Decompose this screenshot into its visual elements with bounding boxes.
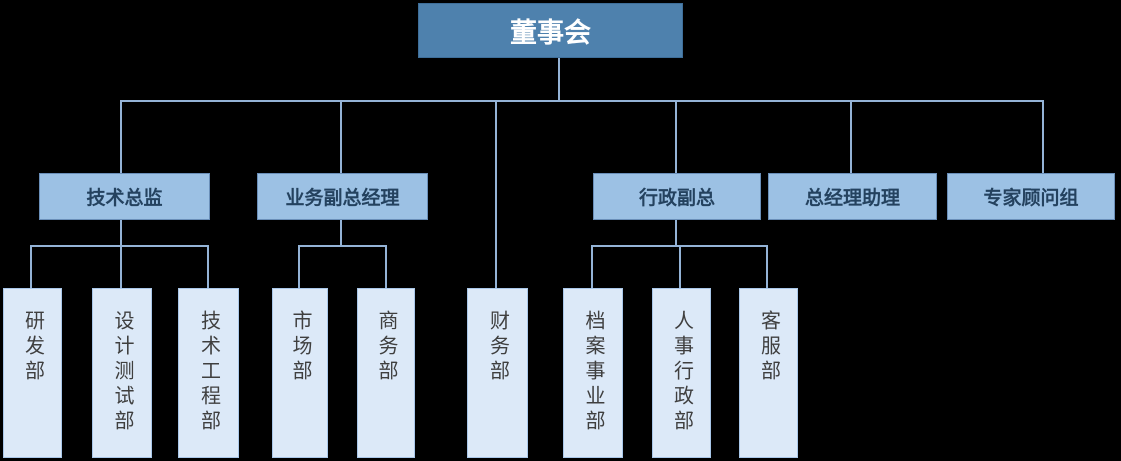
connector-line: [207, 245, 209, 288]
connector-line: [120, 245, 122, 288]
node-tech-engineering-dept[interactable]: 技术工程部: [178, 288, 239, 458]
connector-line: [766, 245, 768, 288]
node-business-deputy-gm[interactable]: 业务副总经理: [257, 173, 428, 220]
connector-line: [340, 100, 342, 173]
node-label: 商务部: [375, 310, 397, 385]
node-admin-deputy[interactable]: 行政副总: [593, 173, 761, 220]
node-label: 客服部: [757, 310, 780, 385]
connector-line: [675, 220, 677, 245]
connector-line: [120, 220, 122, 245]
node-hr-admin-dept[interactable]: 人事行政部: [652, 288, 711, 458]
connector-line: [340, 220, 342, 245]
connector-line: [679, 245, 681, 288]
node-label: 技术工程部: [197, 310, 220, 435]
connector-line: [675, 100, 677, 173]
node-expert-advisors[interactable]: 专家顾问组: [947, 173, 1115, 220]
node-label: 市场部: [289, 310, 311, 385]
node-board-of-directors[interactable]: 董事会: [418, 3, 683, 58]
connector-line: [30, 245, 209, 247]
node-design-test-dept[interactable]: 设计测试部: [92, 288, 152, 458]
connector-line: [558, 58, 560, 100]
connector-line: [120, 100, 122, 173]
connector-line: [385, 245, 387, 288]
connector-line: [120, 100, 1044, 102]
connector-line: [298, 245, 300, 288]
connector-line: [495, 100, 497, 288]
node-label: 人事行政部: [670, 310, 693, 435]
node-finance-dept[interactable]: 财务部: [467, 288, 528, 458]
node-label: 研发部: [21, 310, 44, 385]
node-label: 档案事业部: [582, 310, 604, 435]
node-label: 财务部: [486, 310, 509, 385]
node-gm-assistant[interactable]: 总经理助理: [768, 173, 937, 220]
node-tech-director[interactable]: 技术总监: [39, 173, 210, 220]
connector-line: [298, 245, 387, 247]
connector-line: [30, 245, 32, 288]
node-customer-service-dept[interactable]: 客服部: [739, 288, 798, 458]
node-archives-dept[interactable]: 档案事业部: [563, 288, 623, 458]
connector-line: [591, 245, 593, 288]
node-rd-dept[interactable]: 研发部: [3, 288, 62, 458]
connector-line: [1042, 100, 1044, 173]
node-label: 设计测试部: [111, 310, 133, 435]
connector-line: [850, 100, 852, 173]
node-marketing-dept[interactable]: 市场部: [272, 288, 328, 458]
node-commerce-dept[interactable]: 商务部: [357, 288, 415, 458]
